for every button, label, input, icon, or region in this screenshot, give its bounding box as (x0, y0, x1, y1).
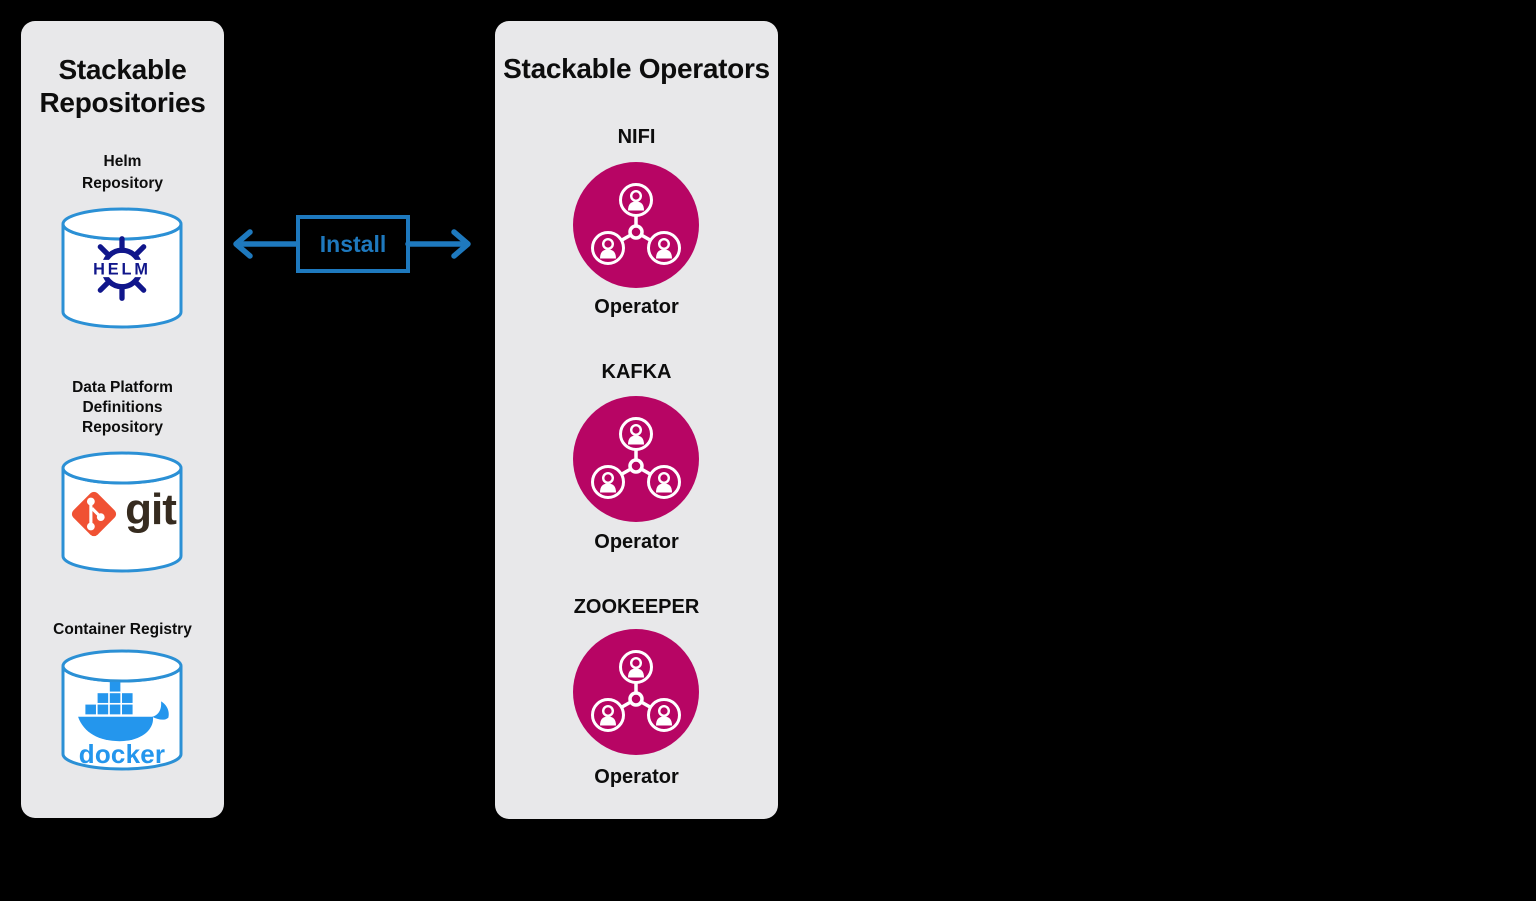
helm-repository-label: Helm Repository (82, 153, 163, 192)
container-registry-label: Container Registry (53, 621, 192, 638)
repositories-title: Stackable Repositories (39, 54, 206, 118)
git-diamond-icon (71, 491, 117, 537)
kafka-label: KAFKA (601, 361, 672, 383)
container-registry-cylinder: docker (60, 648, 184, 774)
install-label: Install (319, 230, 387, 257)
kafka-operator-caption: Operator (594, 531, 679, 553)
zookeeper-label: ZOOKEEPER (573, 596, 700, 618)
docker-wordmark: docker (78, 739, 166, 769)
nifi-operator-caption: Operator (594, 296, 679, 318)
data-platform-definitions-repository-label: Data Platform Definitions Repository (72, 379, 173, 436)
operators-panel: Stackable Operators NIFI Operator KAFKA … (495, 21, 778, 819)
git-logo-icon: git (60, 486, 184, 542)
repositories-panel: Stackable Repositories Helm Repository H… (21, 21, 224, 818)
data-platform-definitions-cylinder: git (60, 450, 184, 576)
kafka-operator-icon (573, 396, 699, 522)
helm-wordmark: HELM (93, 260, 151, 278)
docker-whale-icon (78, 681, 169, 742)
docker-logo-icon: docker (60, 680, 184, 767)
bidirectional-arrows-icon (233, 229, 471, 259)
git-wordmark: git (125, 485, 177, 534)
helm-logo-icon: HELM (72, 236, 172, 301)
install-box: Install (296, 215, 410, 273)
nifi-label: NIFI (617, 126, 656, 148)
operators-title: Stackable Operators (503, 53, 770, 84)
zookeeper-operator-caption: Operator (594, 766, 679, 788)
helm-repository-cylinder: HELM (60, 206, 184, 332)
zookeeper-operator-icon (573, 629, 699, 755)
nifi-operator-icon (573, 162, 699, 288)
